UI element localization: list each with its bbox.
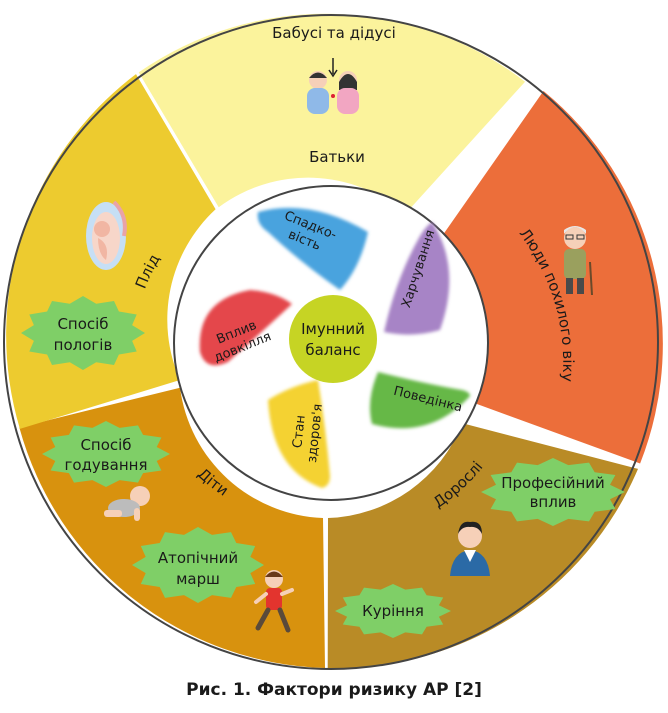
badge-smoking-text: Куріння: [362, 602, 424, 620]
risk-factors-diagram: Бабусі та дідусі Батьки Люди похилого ві…: [3, 13, 663, 670]
svg-text:Стан: Стан: [290, 414, 308, 449]
segment-elderly: [442, 91, 663, 464]
badge-professional-line1: Професійний: [501, 474, 605, 492]
badge-atopic-march-line1: Атопічний: [158, 549, 238, 567]
badge-feeding-method-line2: годування: [65, 456, 148, 474]
running-child-icon: [254, 570, 294, 633]
fetus-in-womb-icon: [86, 200, 127, 270]
label-grandparents: Бабусі та дідусі: [272, 24, 396, 42]
elderly-man-icon: [564, 226, 593, 296]
badge-atopic-march: Атопічний марш: [132, 527, 264, 603]
badge-feeding-method-line1: Спосіб: [80, 436, 131, 454]
svg-text:здоров'я: здоров'я: [305, 403, 326, 463]
adult-man-icon: [450, 521, 490, 576]
badge-professional: Професійний вплив: [481, 458, 625, 526]
petal-behavior: [370, 372, 470, 429]
petal-nutrition: [384, 222, 450, 335]
badge-atopic-march-line2: марш: [176, 570, 220, 588]
petal-heredity: [257, 207, 368, 290]
badge-birth-method-line1: Спосіб: [57, 315, 108, 333]
crawling-baby-icon: [104, 486, 150, 521]
petal-environment: [199, 290, 292, 366]
couple-icon: [307, 58, 359, 114]
badge-feeding-method: Спосіб годування: [42, 421, 170, 487]
petal-health-label: Стан здоров'я: [290, 403, 326, 463]
center-title-line2: баланс: [305, 341, 360, 359]
badge-professional-line2: вплив: [530, 493, 577, 511]
segment-grandparents: [138, 13, 526, 214]
figure-caption: Рис. 1. Фактори ризику АР [2]: [186, 680, 482, 700]
badge-birth-method: Спосіб пологів: [21, 296, 145, 370]
badge-smoking: Куріння: [335, 584, 451, 638]
badge-birth-method-line2: пологів: [54, 336, 113, 354]
center-circle: [289, 295, 377, 383]
label-parents: Батьки: [309, 148, 365, 166]
petal-health: [268, 380, 330, 488]
center-petals: [199, 207, 470, 488]
center-title-line1: Імунний: [301, 320, 365, 338]
outer-ring-border: [3, 14, 659, 670]
